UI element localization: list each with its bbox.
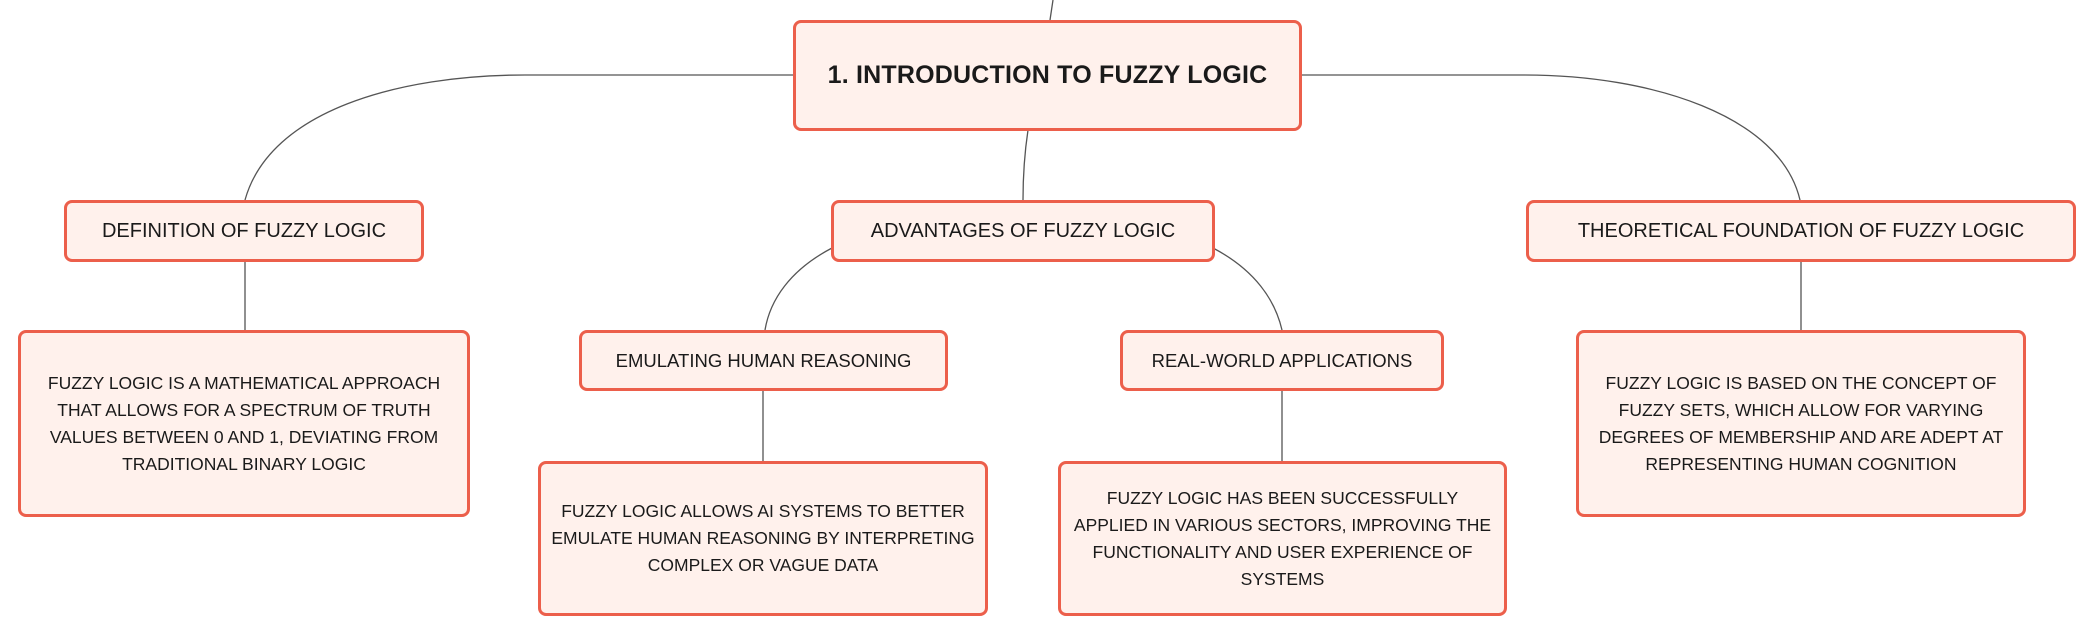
topic-advantages-label: ADVANTAGES OF FUZZY LOGIC xyxy=(870,219,1176,242)
subtopic-realworld-label: REAL-WORLD APPLICATIONS xyxy=(1151,349,1413,371)
topic-advantages[interactable]: ADVANTAGES OF FUZZY LOGIC xyxy=(831,200,1215,262)
connector-root-definition xyxy=(244,74,793,201)
root-label: 1. INTRODUCTION TO FUZZY LOGIC xyxy=(827,61,1268,89)
connector-advantages-emulating xyxy=(764,247,833,331)
connector-root-advantages xyxy=(1022,129,1029,201)
detail-theoretical-text: FUZZY LOGIC IS BASED ON THE CONCEPT OF F… xyxy=(1598,372,2004,474)
topic-theoretical-label: THEORETICAL FOUNDATION OF FUZZY LOGIC xyxy=(1577,219,2025,242)
detail-definition[interactable]: FUZZY LOGIC IS A MATHEMATICAL APPROACH T… xyxy=(18,330,470,517)
connector-root-theoretical xyxy=(1300,74,1801,201)
connector-advantages-realworld xyxy=(1212,247,1283,331)
detail-theoretical[interactable]: FUZZY LOGIC IS BASED ON THE CONCEPT OF F… xyxy=(1576,330,2026,517)
topic-definition-label: DEFINITION OF FUZZY LOGIC xyxy=(101,219,387,242)
detail-definition-text: FUZZY LOGIC IS A MATHEMATICAL APPROACH T… xyxy=(47,372,441,474)
connector-incoming-root xyxy=(1049,0,1054,21)
detail-emulating-text: FUZZY LOGIC ALLOWS AI SYSTEMS TO BETTER … xyxy=(551,501,975,575)
detail-emulating[interactable]: FUZZY LOGIC ALLOWS AI SYSTEMS TO BETTER … xyxy=(538,461,988,616)
detail-realworld[interactable]: FUZZY LOGIC HAS BEEN SUCCESSFULLY APPLIE… xyxy=(1058,461,1507,616)
topic-theoretical[interactable]: THEORETICAL FOUNDATION OF FUZZY LOGIC xyxy=(1526,200,2076,262)
subtopic-emulating[interactable]: EMULATING HUMAN REASONING xyxy=(579,330,948,391)
detail-realworld-text: FUZZY LOGIC HAS BEEN SUCCESSFULLY APPLIE… xyxy=(1073,487,1492,589)
topic-definition[interactable]: DEFINITION OF FUZZY LOGIC xyxy=(64,200,424,262)
subtopic-emulating-label: EMULATING HUMAN REASONING xyxy=(615,349,912,371)
root-node[interactable]: 1. INTRODUCTION TO FUZZY LOGIC xyxy=(793,20,1302,131)
subtopic-realworld[interactable]: REAL-WORLD APPLICATIONS xyxy=(1120,330,1444,391)
